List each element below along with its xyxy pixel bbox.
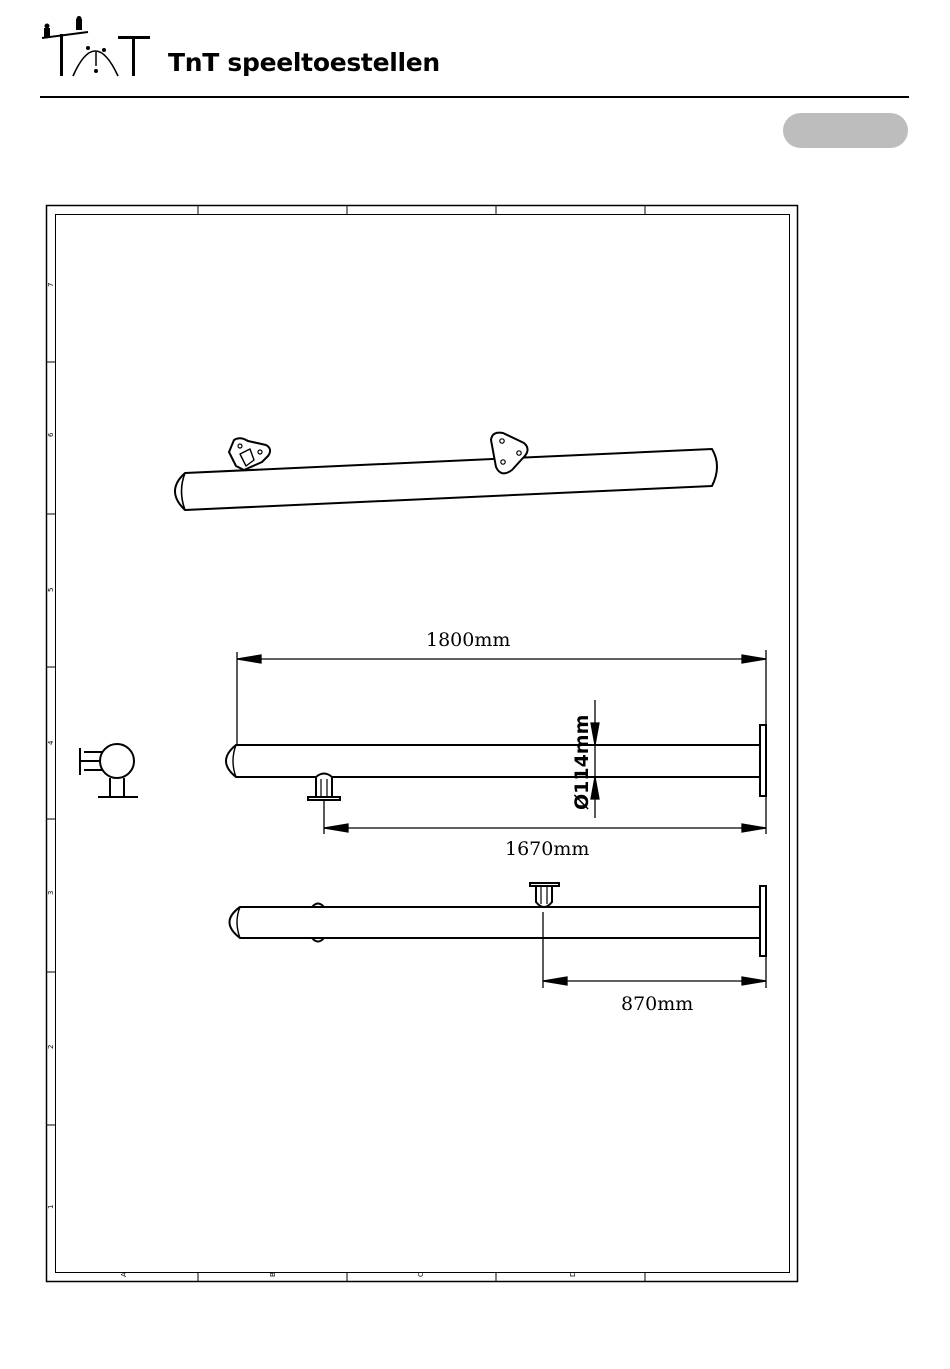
drawing-outer-frame	[47, 206, 798, 1282]
top-border-ticks	[198, 206, 645, 214]
tube-side-view	[226, 725, 766, 800]
dimension-label-1800: 1800mm	[426, 629, 510, 651]
frame-column-d: D	[569, 1272, 577, 1277]
dimension-1800	[237, 650, 766, 744]
frame-row-3: 3	[47, 891, 55, 895]
dimension-label-870: 870mm	[621, 993, 693, 1015]
dimension-label-1670: 1670mm	[505, 838, 589, 860]
frame-row-7: 7	[47, 283, 55, 287]
frame-row-5: 5	[47, 588, 55, 592]
frame-column-c: C	[417, 1272, 425, 1277]
frame-row-6: 6	[47, 432, 55, 437]
tube-perspective-view	[175, 433, 717, 510]
dimension-label-diameter: Ø114mm	[571, 715, 593, 810]
tube-end-view	[80, 744, 138, 797]
frame-column-b: B	[269, 1272, 277, 1277]
frame-column-a: A	[120, 1272, 128, 1277]
frame-row-2: 2	[47, 1045, 55, 1049]
dimension-1670	[324, 796, 766, 834]
tube-top-view	[230, 883, 767, 956]
frame-row-1: 1	[47, 1205, 55, 1209]
frame-row-4: 4	[47, 740, 55, 745]
drawing-inner-frame	[56, 215, 790, 1273]
